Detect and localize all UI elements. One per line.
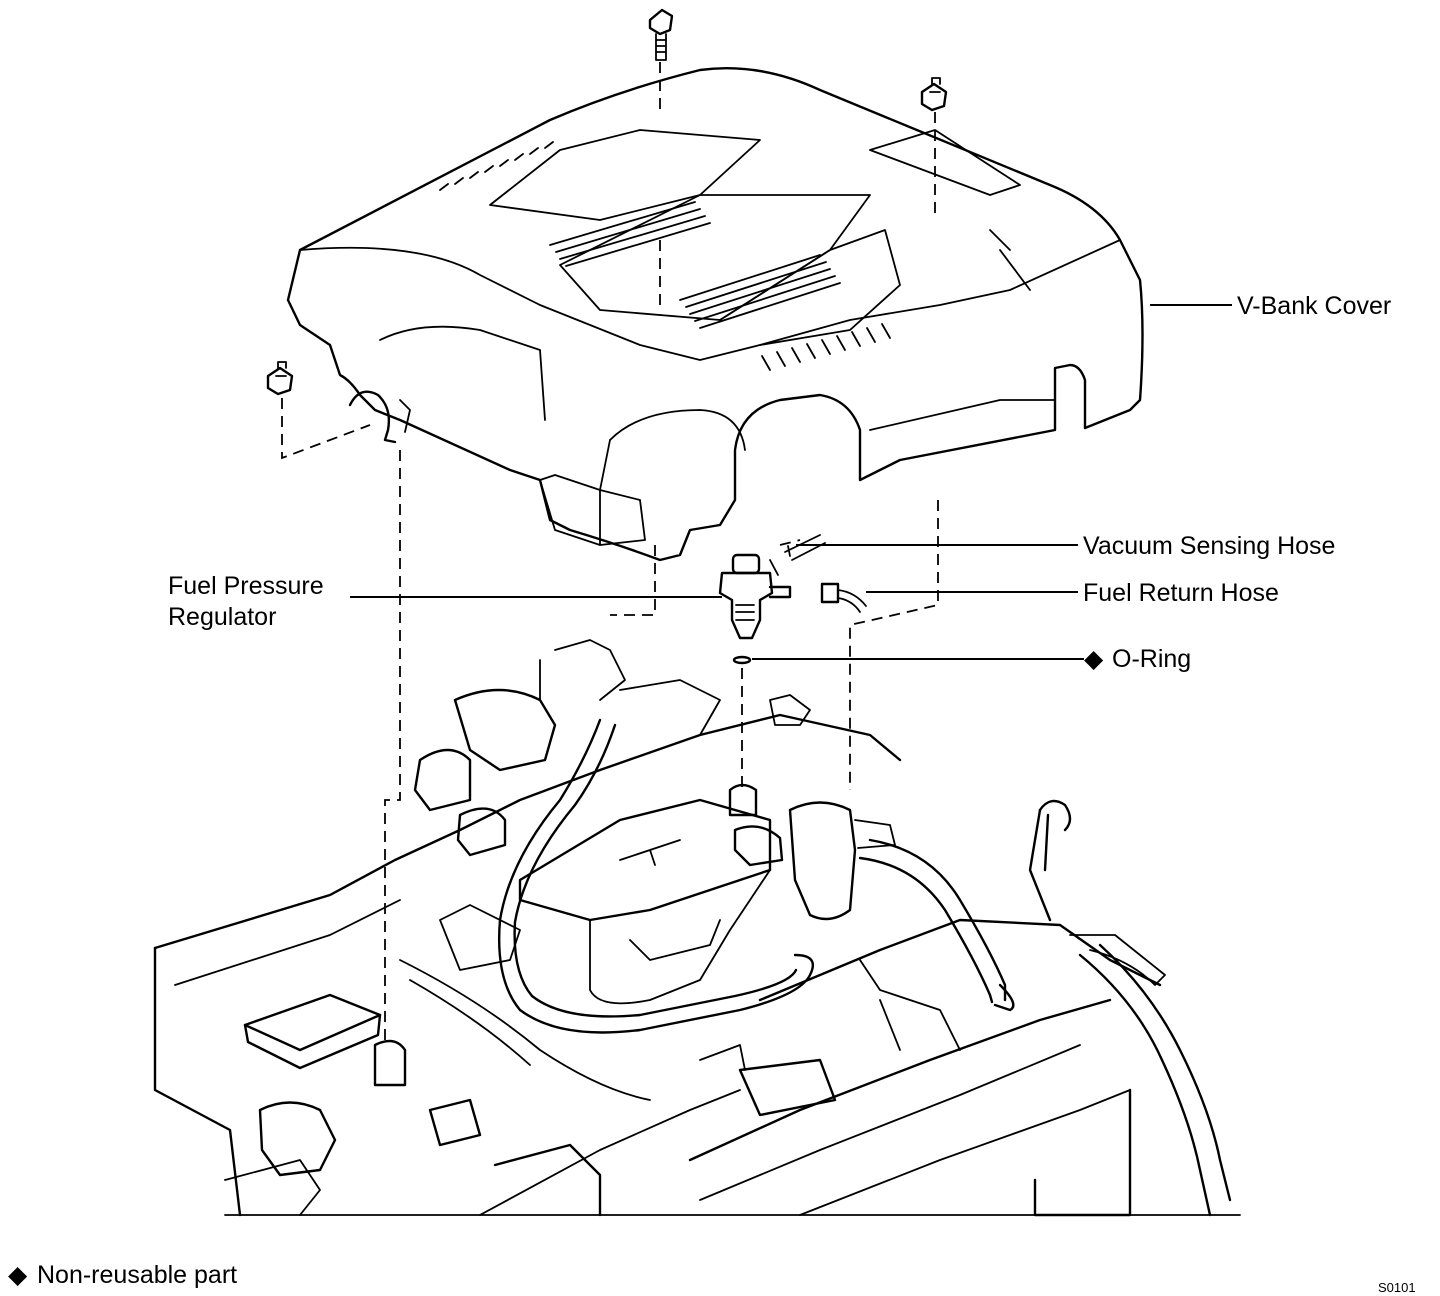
o-ring	[732, 655, 752, 665]
label-fuel-pressure-regulator-line2: Regulator	[168, 603, 276, 631]
v-bank-cover	[286, 67, 1144, 562]
label-v-bank-cover: V-Bank Cover	[1237, 292, 1391, 320]
legend-diamond-icon: ◆	[8, 1261, 28, 1289]
label-o-ring: O-Ring	[1112, 645, 1191, 673]
engine-assembly	[153, 639, 1241, 1217]
fuel-pressure-regulator	[718, 553, 792, 640]
vacuum-sensing-hose	[784, 534, 826, 561]
alignment-lines	[281, 62, 939, 1040]
label-o-ring-marker: ◆	[1084, 645, 1104, 673]
figure-code: S0101	[1378, 1280, 1416, 1295]
label-vacuum-sensing-hose: Vacuum Sensing Hose	[1083, 532, 1335, 560]
fuel-return-hose	[820, 582, 867, 613]
label-fuel-pressure-regulator-line1: Fuel Pressure	[168, 572, 324, 600]
legend-text: Non-reusable part	[37, 1261, 237, 1289]
right-nut-icon	[920, 77, 948, 112]
top-bolt-icon	[648, 8, 674, 61]
left-nut-icon	[266, 361, 294, 396]
leader-lines	[350, 304, 1232, 660]
label-fuel-return-hose: Fuel Return Hose	[1083, 579, 1279, 607]
